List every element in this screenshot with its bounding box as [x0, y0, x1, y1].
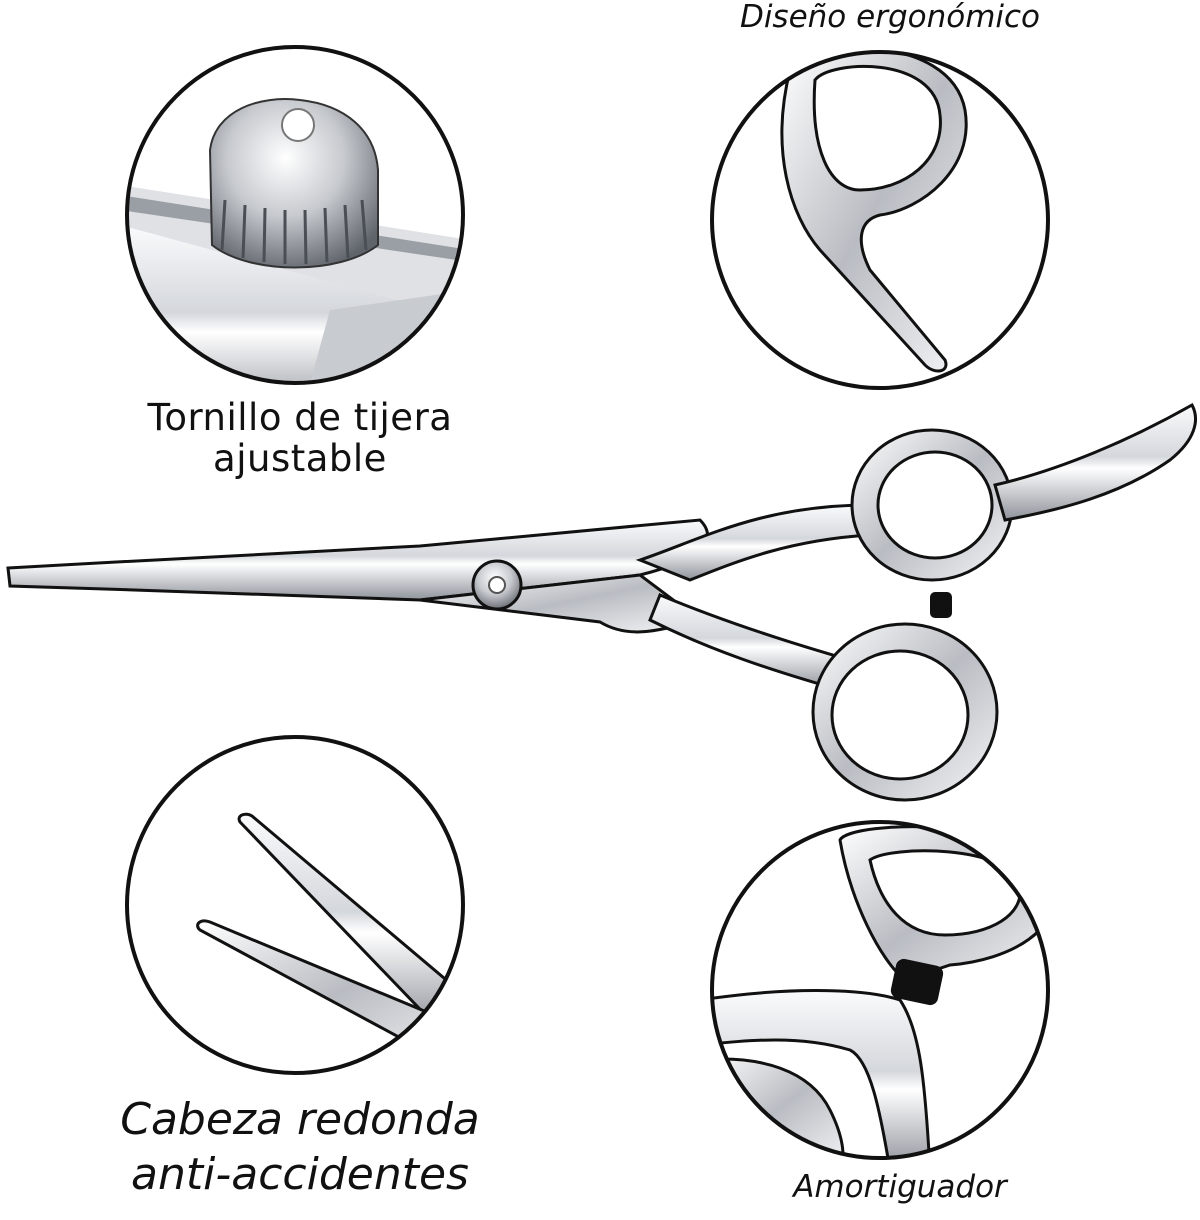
handle-closeup — [710, 50, 1050, 390]
feature-label-screw-line1: Tornillo de tijera — [147, 396, 453, 439]
feature-label-round-tip-line1: Cabeza redonda — [120, 1094, 480, 1145]
finger-rest — [993, 402, 1197, 522]
feature-label-screw: Tornillo de tijera ajustable — [60, 396, 540, 480]
screw-closeup — [125, 45, 465, 385]
feature-label-ergonomic: Diseño ergonómico — [739, 0, 1041, 35]
pivot-screw — [471, 559, 523, 611]
feature-label-dampener: Amortiguador — [793, 1169, 1007, 1205]
blade-tip-closeup — [125, 735, 465, 1075]
lower-finger-ring — [811, 622, 999, 802]
feature-label-round-tip: Cabeza redonda anti-accidentes — [60, 1092, 540, 1202]
upper-finger-ring — [850, 428, 1014, 582]
scissors-illustration — [6, 402, 1197, 802]
dampener-stopper — [930, 592, 952, 618]
feature-label-round-tip-line2: anti-accidentes — [131, 1149, 469, 1200]
dampener-closeup — [710, 820, 1050, 1160]
feature-label-screw-line2: ajustable — [213, 436, 387, 480]
